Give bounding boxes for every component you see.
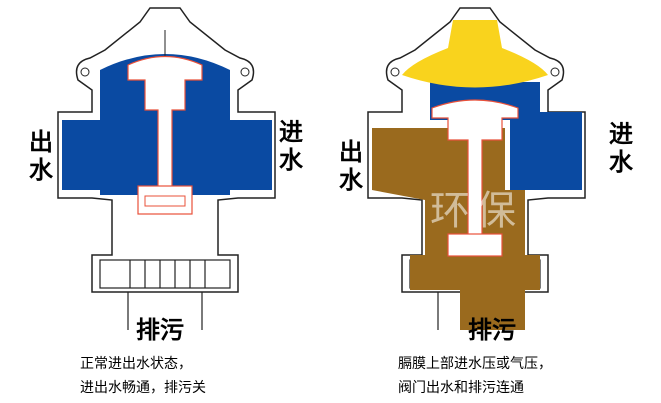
right-outlet-water [372,128,540,330]
right-valve [367,7,586,331]
left-seal-plug [137,185,193,215]
right-seal-plug [447,233,503,257]
left-caption-line1: 正常进出水状态， [80,356,192,372]
left-drain-label: 排污 [136,316,184,344]
left-outlet-label: 出水 [29,128,53,184]
left-piston [127,56,203,191]
right-inlet-label: 进水 [609,120,633,176]
watermark: 环保 [430,188,522,234]
left-caption-line2: 进出水畅通，排污关 [80,380,206,396]
right-caption-line1: 膈膜上部进水压或气压， [398,356,552,372]
right-outlet-label: 出水 [339,138,363,194]
right-caption-line2: 阀门出水和排污连通 [398,380,524,396]
right-drain-label: 排污 [468,316,516,344]
right-piston [431,99,519,239]
left-inlet-label: 进水 [279,118,303,174]
pressure-chamber [402,20,548,88]
left-valve [57,7,276,331]
